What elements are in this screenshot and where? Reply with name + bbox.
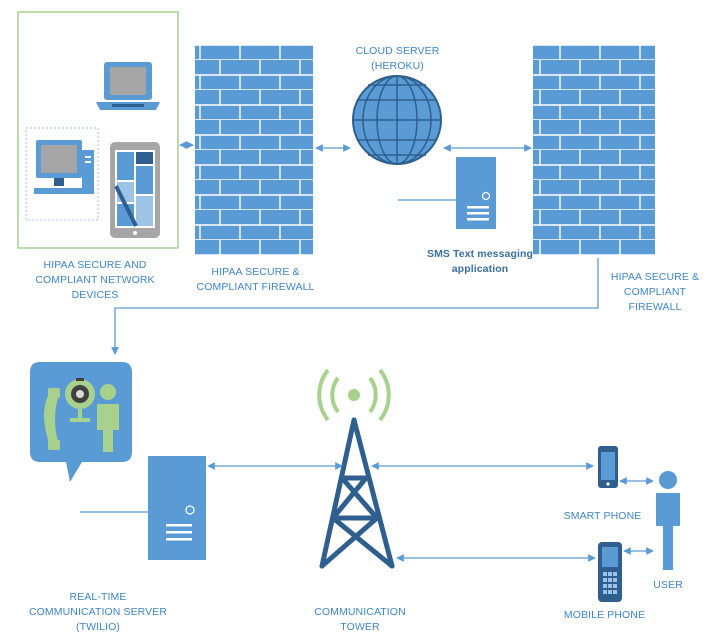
sms-server-icon [398,157,496,229]
firewall-right [533,45,655,255]
label-tower: COMMUNICATION TOWER [314,606,406,633]
devices-box [17,11,179,249]
chat-bubble-icon [30,362,132,482]
globe-icon [352,75,442,165]
label-rtc-server: REAL-TIME COMMUNICATION SERVER (TWILIO) [28,591,168,633]
label-cloud-server: CLOUD SERVER (HEROKU) [355,45,440,72]
user-icon [656,471,680,570]
laptop-icon [96,62,160,110]
label-firewall-left: HIPAA SECURE & COMPLIANT FIREWALL [196,266,315,293]
rtc-server-icon [80,456,206,560]
label-mobile-phone: MOBILE PHONE [563,609,646,621]
label-firewall-right: HIPAA SECURE & COMPLIANT FIREWALL [610,271,700,313]
label-sms-app: SMS Text messaging application [426,248,534,275]
firewall-left [195,45,313,255]
label-devices: HIPAA SECURE AND COMPLIANT NETWORK DEVIC… [35,259,155,301]
arrow-firewall-rtc [111,258,599,355]
label-smart-phone: SMART PHONE [563,510,642,522]
webcam-icon [65,378,95,422]
label-user: USER [653,579,683,591]
mobile-phone-icon [598,542,622,602]
smartphone-icon [598,446,618,488]
desktop-icon [25,127,99,221]
person-icon [97,384,119,452]
tablet-icon [110,142,160,238]
tower-icon [317,368,395,569]
telephone-icon [44,388,60,450]
